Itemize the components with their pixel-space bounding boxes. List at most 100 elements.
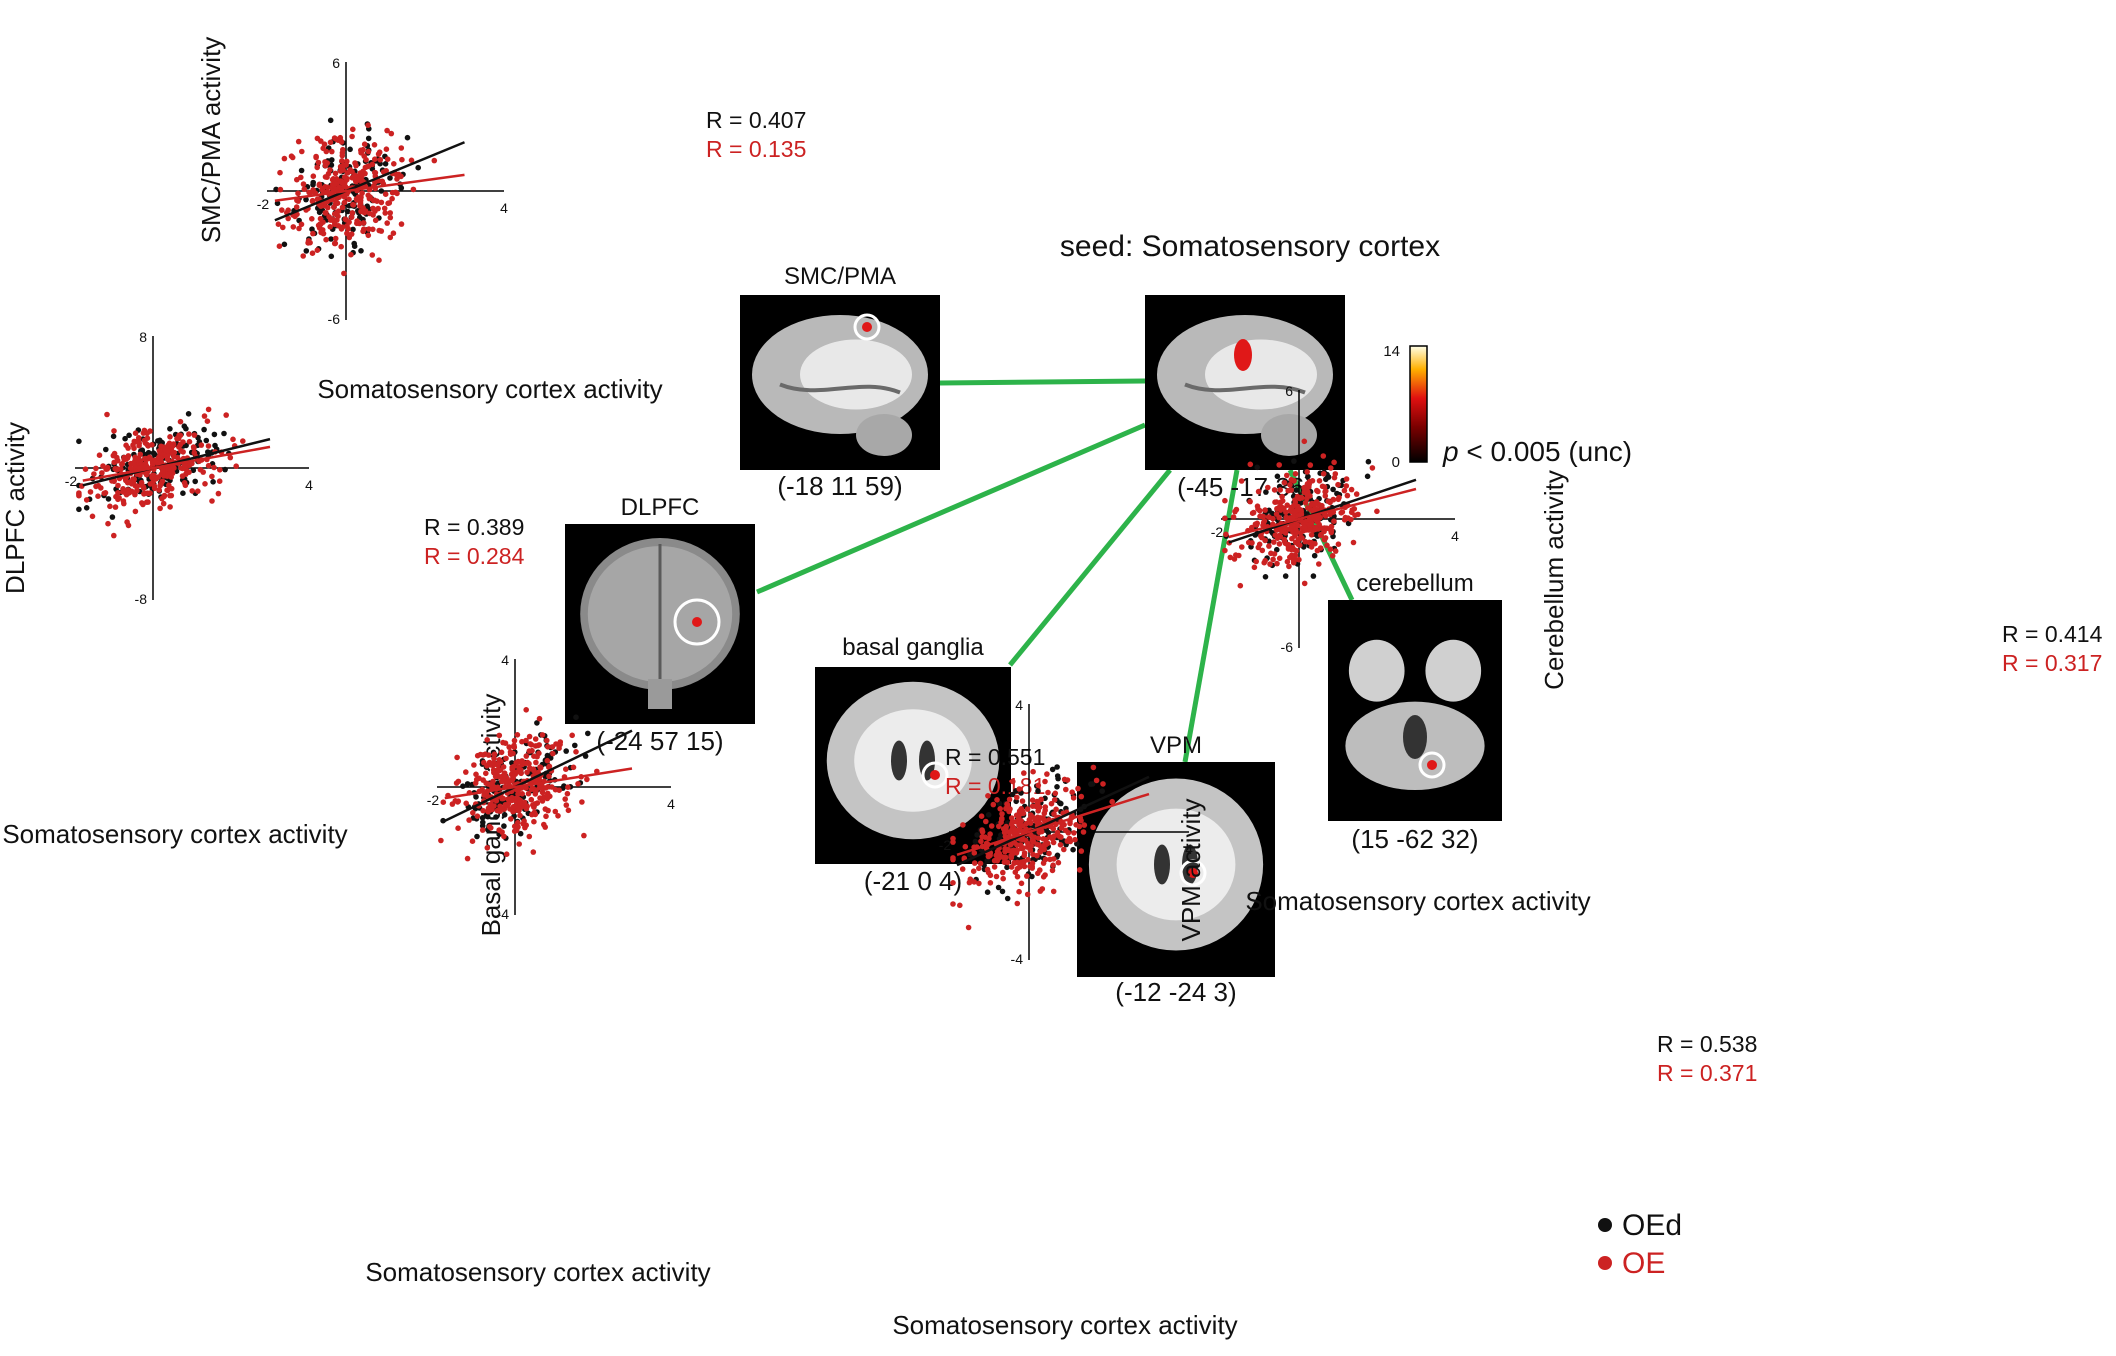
data-point-oe: [353, 162, 359, 169]
data-point-oe: [494, 807, 501, 814]
data-point-oe: [496, 732, 503, 739]
data-point-oe: [1279, 493, 1285, 500]
data-point-oe: [105, 520, 111, 527]
data-point-oe: [454, 754, 460, 761]
data-point-oe: [289, 154, 296, 161]
data-point-oed: [1291, 458, 1297, 464]
data-point-oe: [455, 825, 461, 831]
data-point-oe: [532, 743, 539, 749]
data-point-oe: [1237, 582, 1244, 589]
data-point-oe: [950, 880, 956, 886]
data-point-oe: [1266, 543, 1272, 549]
data-point-oe: [300, 253, 307, 259]
data-point-oe: [168, 485, 175, 492]
data-point-oe: [476, 775, 482, 782]
data-point-oe: [1239, 544, 1245, 550]
data-point-oe: [1049, 835, 1056, 842]
data-point-oe: [472, 780, 479, 786]
data-point-oe: [1295, 541, 1302, 548]
data-point-oe: [197, 466, 204, 473]
data-point-oe: [501, 778, 507, 784]
correlation-label-oed: R = 0.538: [1657, 1031, 1757, 1057]
regression-line-oed: [82, 437, 271, 487]
data-point-oe: [517, 812, 523, 819]
data-point-oe: [335, 223, 342, 229]
brain-panel-5: cerebellum(15 -62 32): [1328, 570, 1502, 854]
brain-panel-4: VPM(-12 -24 3): [1077, 732, 1275, 1007]
data-point-oe: [386, 200, 393, 206]
data-point-oe: [1270, 556, 1276, 563]
data-point-oe: [361, 208, 368, 215]
data-point-oe: [1262, 507, 1268, 513]
data-point-oe: [320, 230, 327, 237]
data-point-oe: [1304, 495, 1310, 502]
data-point-oe: [1342, 514, 1349, 521]
data-point-oed: [995, 884, 1002, 891]
data-point-oe: [383, 146, 390, 152]
data-point-oe: [1343, 476, 1350, 482]
data-point-oe: [474, 813, 481, 819]
data-point-oe: [120, 488, 126, 495]
data-point-oe: [327, 224, 334, 230]
data-point-oe: [1051, 811, 1057, 817]
data-point-oed: [298, 167, 305, 174]
data-point-oe: [344, 230, 350, 237]
data-point-oed: [563, 748, 569, 754]
data-point-oe: [501, 833, 507, 840]
data-point-oe: [191, 450, 198, 456]
data-point-oe: [1306, 517, 1313, 523]
data-point-oe: [93, 465, 99, 472]
x-axis-label: Somatosensory cortex activity: [892, 1310, 1237, 1340]
data-point-oe: [544, 757, 551, 764]
data-point-oe: [1328, 527, 1335, 534]
x-tick-label: 4: [500, 200, 508, 216]
data-point-oed: [1054, 764, 1060, 770]
data-point-oe: [1285, 541, 1292, 548]
data-point-oe: [1302, 525, 1308, 531]
data-point-oe: [529, 811, 535, 818]
data-point-oe: [1260, 513, 1267, 520]
data-point-oe: [201, 413, 208, 419]
data-point-oe: [369, 161, 376, 168]
data-point-oe: [1351, 506, 1358, 512]
data-point-oe: [165, 466, 171, 472]
activation-blob: [930, 770, 940, 780]
data-point-oe: [1008, 864, 1015, 870]
data-point-oe: [164, 453, 171, 459]
data-point-oe: [1030, 768, 1036, 775]
seed-title: seed: Somatosensory cortex: [1060, 230, 1440, 263]
data-point-oe: [495, 762, 501, 769]
data-point-oe: [453, 780, 460, 786]
data-point-oe: [523, 707, 529, 713]
data-point-oe: [1223, 531, 1229, 538]
data-point-oe: [507, 796, 514, 803]
data-point-oe: [1227, 554, 1234, 561]
data-point-oe: [370, 226, 376, 233]
data-point-oe: [1271, 551, 1278, 557]
data-point-oe: [534, 753, 540, 760]
data-point-oe: [132, 430, 139, 437]
data-point-oe: [485, 752, 492, 758]
data-point-oe: [127, 465, 134, 472]
data-point-oe: [1350, 539, 1357, 546]
data-point-oe: [1312, 540, 1318, 547]
data-point-oe: [532, 801, 538, 807]
data-point-oe: [1301, 484, 1307, 491]
data-point-oe: [1109, 798, 1115, 805]
data-point-oe: [305, 238, 312, 244]
data-point-oe: [950, 901, 956, 907]
brain-ventricle-left: [891, 740, 907, 781]
data-point-oe: [985, 793, 991, 799]
data-point-oe: [180, 439, 186, 445]
data-point-oe: [526, 748, 533, 754]
data-point-oe: [216, 478, 223, 485]
connection-line-3: [1008, 468, 1172, 667]
data-point-oe: [114, 454, 120, 461]
data-point-oe: [463, 769, 469, 775]
colorbar-threshold-text: < 0.005 (unc): [1459, 436, 1633, 467]
data-point-oe: [549, 744, 556, 750]
data-point-oe: [1281, 479, 1288, 486]
data-point-oe: [344, 175, 350, 182]
data-point-oe: [1061, 776, 1068, 783]
